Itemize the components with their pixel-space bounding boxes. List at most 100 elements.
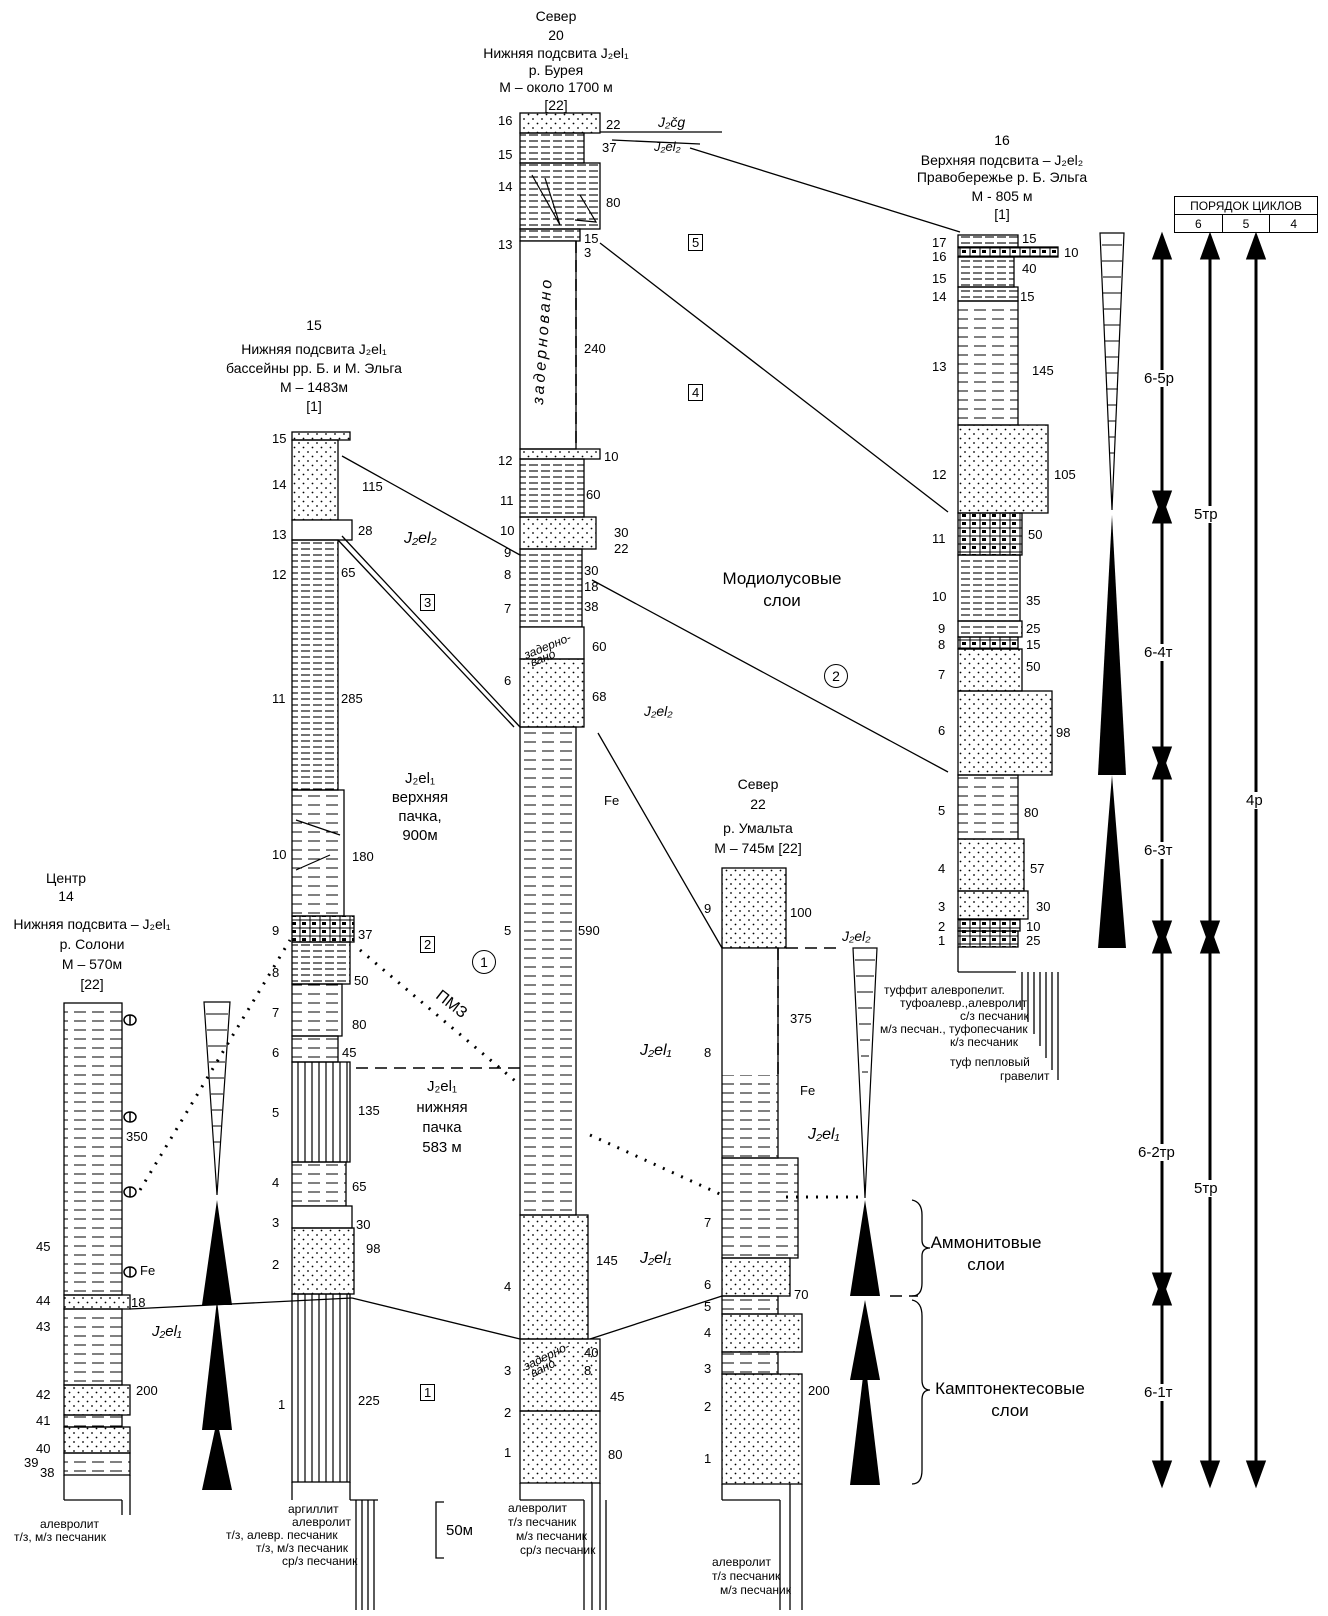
thickness-label: 45 (610, 1389, 625, 1404)
c22-thickness: М – 745м [22] (714, 840, 802, 856)
lith-legend: туффит алевропелит. (884, 983, 1005, 997)
thickness-label: 115 (362, 479, 383, 494)
cycle-label: 6-1т (1144, 1384, 1173, 1401)
thickness-label: 105 (1054, 467, 1076, 482)
bed-number: 38 (40, 1465, 55, 1480)
thickness-label: 65 (341, 565, 356, 580)
jcg-label: J₂čg (658, 114, 686, 130)
c20-thickness: М – около 1700 м (499, 79, 613, 95)
boxed-number: 1 (420, 1384, 436, 1401)
campto-label: слои (991, 1401, 1029, 1420)
c16-bed-17 (957, 234, 1019, 248)
lith-legend: гравелит (1000, 1069, 1050, 1083)
c14-number: 14 (58, 888, 74, 904)
c20-bed-5 (519, 726, 577, 1216)
lith-legend: т/з, м/з песчаник (14, 1530, 106, 1544)
c14-bed-42 (63, 1384, 131, 1416)
thickness-label: 18 (131, 1295, 146, 1310)
thickness-label: 28 (358, 523, 373, 538)
bed-number: 14 (498, 179, 513, 194)
c14-bed-43 (63, 1308, 123, 1386)
lith-legend: алевролит (292, 1515, 352, 1529)
bed-number: 44 (36, 1293, 51, 1308)
thickness-label: 10 (1064, 245, 1079, 260)
bed-number: 3 (504, 1363, 512, 1378)
lith-legend: с/з песчаник (960, 1009, 1029, 1023)
upper-pack-label: пачка, (398, 808, 442, 825)
thickness-label: 145 (596, 1253, 618, 1268)
jel1-label: J₂el₁ (808, 1126, 840, 1143)
c15-title: Нижняя подсвита J₂el₁ (241, 341, 387, 357)
c20-bed-13 (519, 228, 581, 242)
c14-lith-scale (63, 1475, 131, 1515)
lith-legend: аргиллит (288, 1502, 339, 1516)
c16-number: 16 (994, 132, 1010, 148)
bed-number: 11 (500, 493, 514, 508)
thickness-label: 350 (126, 1129, 148, 1144)
thickness-label: 65 (352, 1179, 367, 1194)
c22-bed-3 (721, 1351, 779, 1375)
thickness-label: 25 (1026, 933, 1041, 948)
boxed-number: 4 (688, 384, 704, 401)
c16-bed-12 (957, 424, 1049, 514)
c14-ref: [22] (80, 976, 104, 992)
c15-bed-14 (291, 439, 339, 521)
thickness-label: 15 (1026, 637, 1041, 652)
c20-ref: [22] (544, 97, 568, 113)
ammonite-label: слои (967, 1255, 1005, 1274)
thickness-label: 50 (1028, 527, 1043, 542)
bed-number: 12 (932, 467, 947, 482)
jel1-label: J₂el₁ (640, 1042, 672, 1059)
thickness-label: 25 (1026, 621, 1041, 636)
bed-number: 2 (704, 1399, 712, 1414)
c22-region: Север (737, 776, 779, 792)
bed-number: 41 (36, 1413, 51, 1428)
modiolus-label: Модиолусовые (722, 569, 842, 588)
upper-pack-label: верхняя (391, 789, 449, 806)
thickness-label: 30 (584, 563, 599, 578)
thickness-label: 22 (606, 117, 621, 132)
thickness-label: 80 (1024, 805, 1039, 820)
bed-number: 15 (932, 271, 947, 286)
thickness-label: 60 (592, 639, 607, 654)
boxed-number: 3 (420, 594, 436, 611)
lower-pack-label: нижняя (416, 1099, 468, 1116)
lower-pack-label: пачка (422, 1119, 462, 1136)
c15-tracks (295, 819, 341, 871)
thickness-label: 57 (1030, 861, 1045, 876)
fe-label: Fe (140, 1263, 156, 1278)
c15-bed-1 (291, 1293, 351, 1483)
c14-region: Центр (45, 870, 87, 886)
bed-number: 1 (278, 1397, 286, 1412)
bed-number: 14 (272, 477, 287, 492)
bed-number: 4 (272, 1175, 280, 1190)
c22-bed-2 (721, 1373, 803, 1485)
bed-number: 45 (36, 1239, 51, 1254)
bed-number: 5 (704, 1299, 712, 1314)
bed-number: 16 (498, 113, 513, 128)
bed-number: 9 (272, 923, 280, 938)
thickness-label: 50 (354, 973, 369, 988)
c20-river: р. Бурея (528, 62, 584, 78)
thickness-label: 40 (584, 1345, 599, 1360)
c20-bed-4 (519, 1214, 589, 1340)
c20-bed-8 (519, 548, 583, 628)
c16-bed-2 (957, 918, 1021, 932)
c15-bed-3 (291, 1205, 353, 1229)
c16-bed-3 (957, 890, 1029, 920)
bed-number: 7 (272, 1005, 280, 1020)
dashed-boundaries (356, 947, 918, 1297)
c20-bed-14 (519, 162, 601, 230)
thickness-label: 45 (342, 1045, 357, 1060)
ammonite-label: Аммонитовые (930, 1233, 1042, 1252)
c16-lith-scale (957, 947, 1059, 1080)
cycle-order-header: ПОРЯДОК ЦИКЛОВ (1174, 196, 1318, 215)
lith-legend: м/з песчаник (720, 1583, 791, 1597)
cycle-label: 5тр (1194, 506, 1218, 523)
thickness-label: 15 (1022, 231, 1037, 246)
lith-legend: алевролит (40, 1517, 100, 1531)
unit-label: J₂el₁ (152, 1323, 182, 1340)
c14-bed-44 (63, 1294, 131, 1310)
c20-bed-16 (519, 112, 601, 134)
